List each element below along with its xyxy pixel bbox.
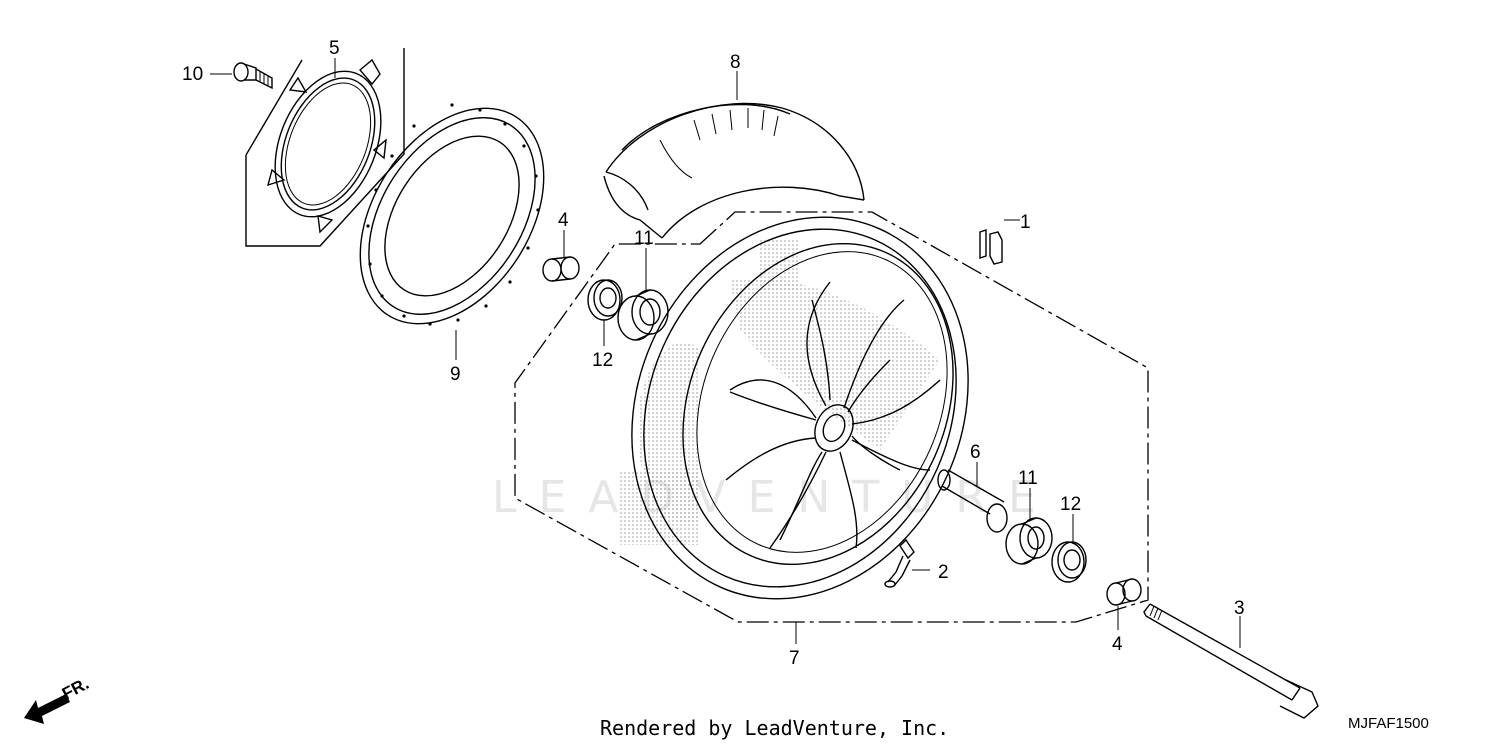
callout-12-upper: 12 — [592, 350, 613, 371]
disc-bolt — [233, 62, 273, 90]
dust-seal-left — [587, 279, 623, 321]
callout-6: 6 — [970, 442, 981, 463]
callout-12-lower: 12 — [1060, 494, 1081, 515]
callout-5: 5 — [329, 38, 340, 59]
front-axle — [1143, 603, 1319, 719]
leader-lines — [210, 58, 1241, 648]
distance-collar — [937, 469, 1008, 533]
watermark-text: LEADVENTURE — [492, 472, 1058, 523]
tire-valve — [884, 538, 915, 588]
callout-1: 1 — [1020, 212, 1031, 233]
bearing-right — [1005, 517, 1053, 565]
callout-2: 2 — [938, 562, 949, 583]
callout-11-lower: 11 — [1018, 468, 1038, 489]
callout-4-lower: 4 — [1112, 634, 1123, 655]
disc-hub-bracket — [245, 48, 405, 247]
wheel-rim — [620, 216, 969, 600]
front-direction-indicator: FR. — [24, 674, 92, 724]
diagram-code: MJFAF1500 — [1348, 715, 1429, 732]
front-arrow-icon — [24, 694, 70, 724]
callout-8: 8 — [730, 52, 741, 73]
side-collar-left — [542, 256, 580, 282]
bearing-left — [617, 289, 669, 341]
brake-disc — [359, 103, 545, 326]
callout-4-upper: 4 — [558, 210, 569, 231]
callout-3: 3 — [1234, 598, 1245, 619]
tire — [603, 102, 865, 239]
callout-11-upper: 11 — [634, 228, 654, 249]
wheel-assembly-bracket — [514, 211, 1149, 623]
balance-weight — [979, 229, 1003, 265]
callout-10: 10 — [182, 64, 203, 85]
side-collar-right — [1106, 578, 1142, 606]
callout-9: 9 — [450, 364, 461, 385]
callout-7: 7 — [789, 648, 800, 669]
dust-seal-right — [1051, 541, 1087, 583]
render-credit: Rendered by LeadVenture, Inc. — [600, 716, 950, 740]
